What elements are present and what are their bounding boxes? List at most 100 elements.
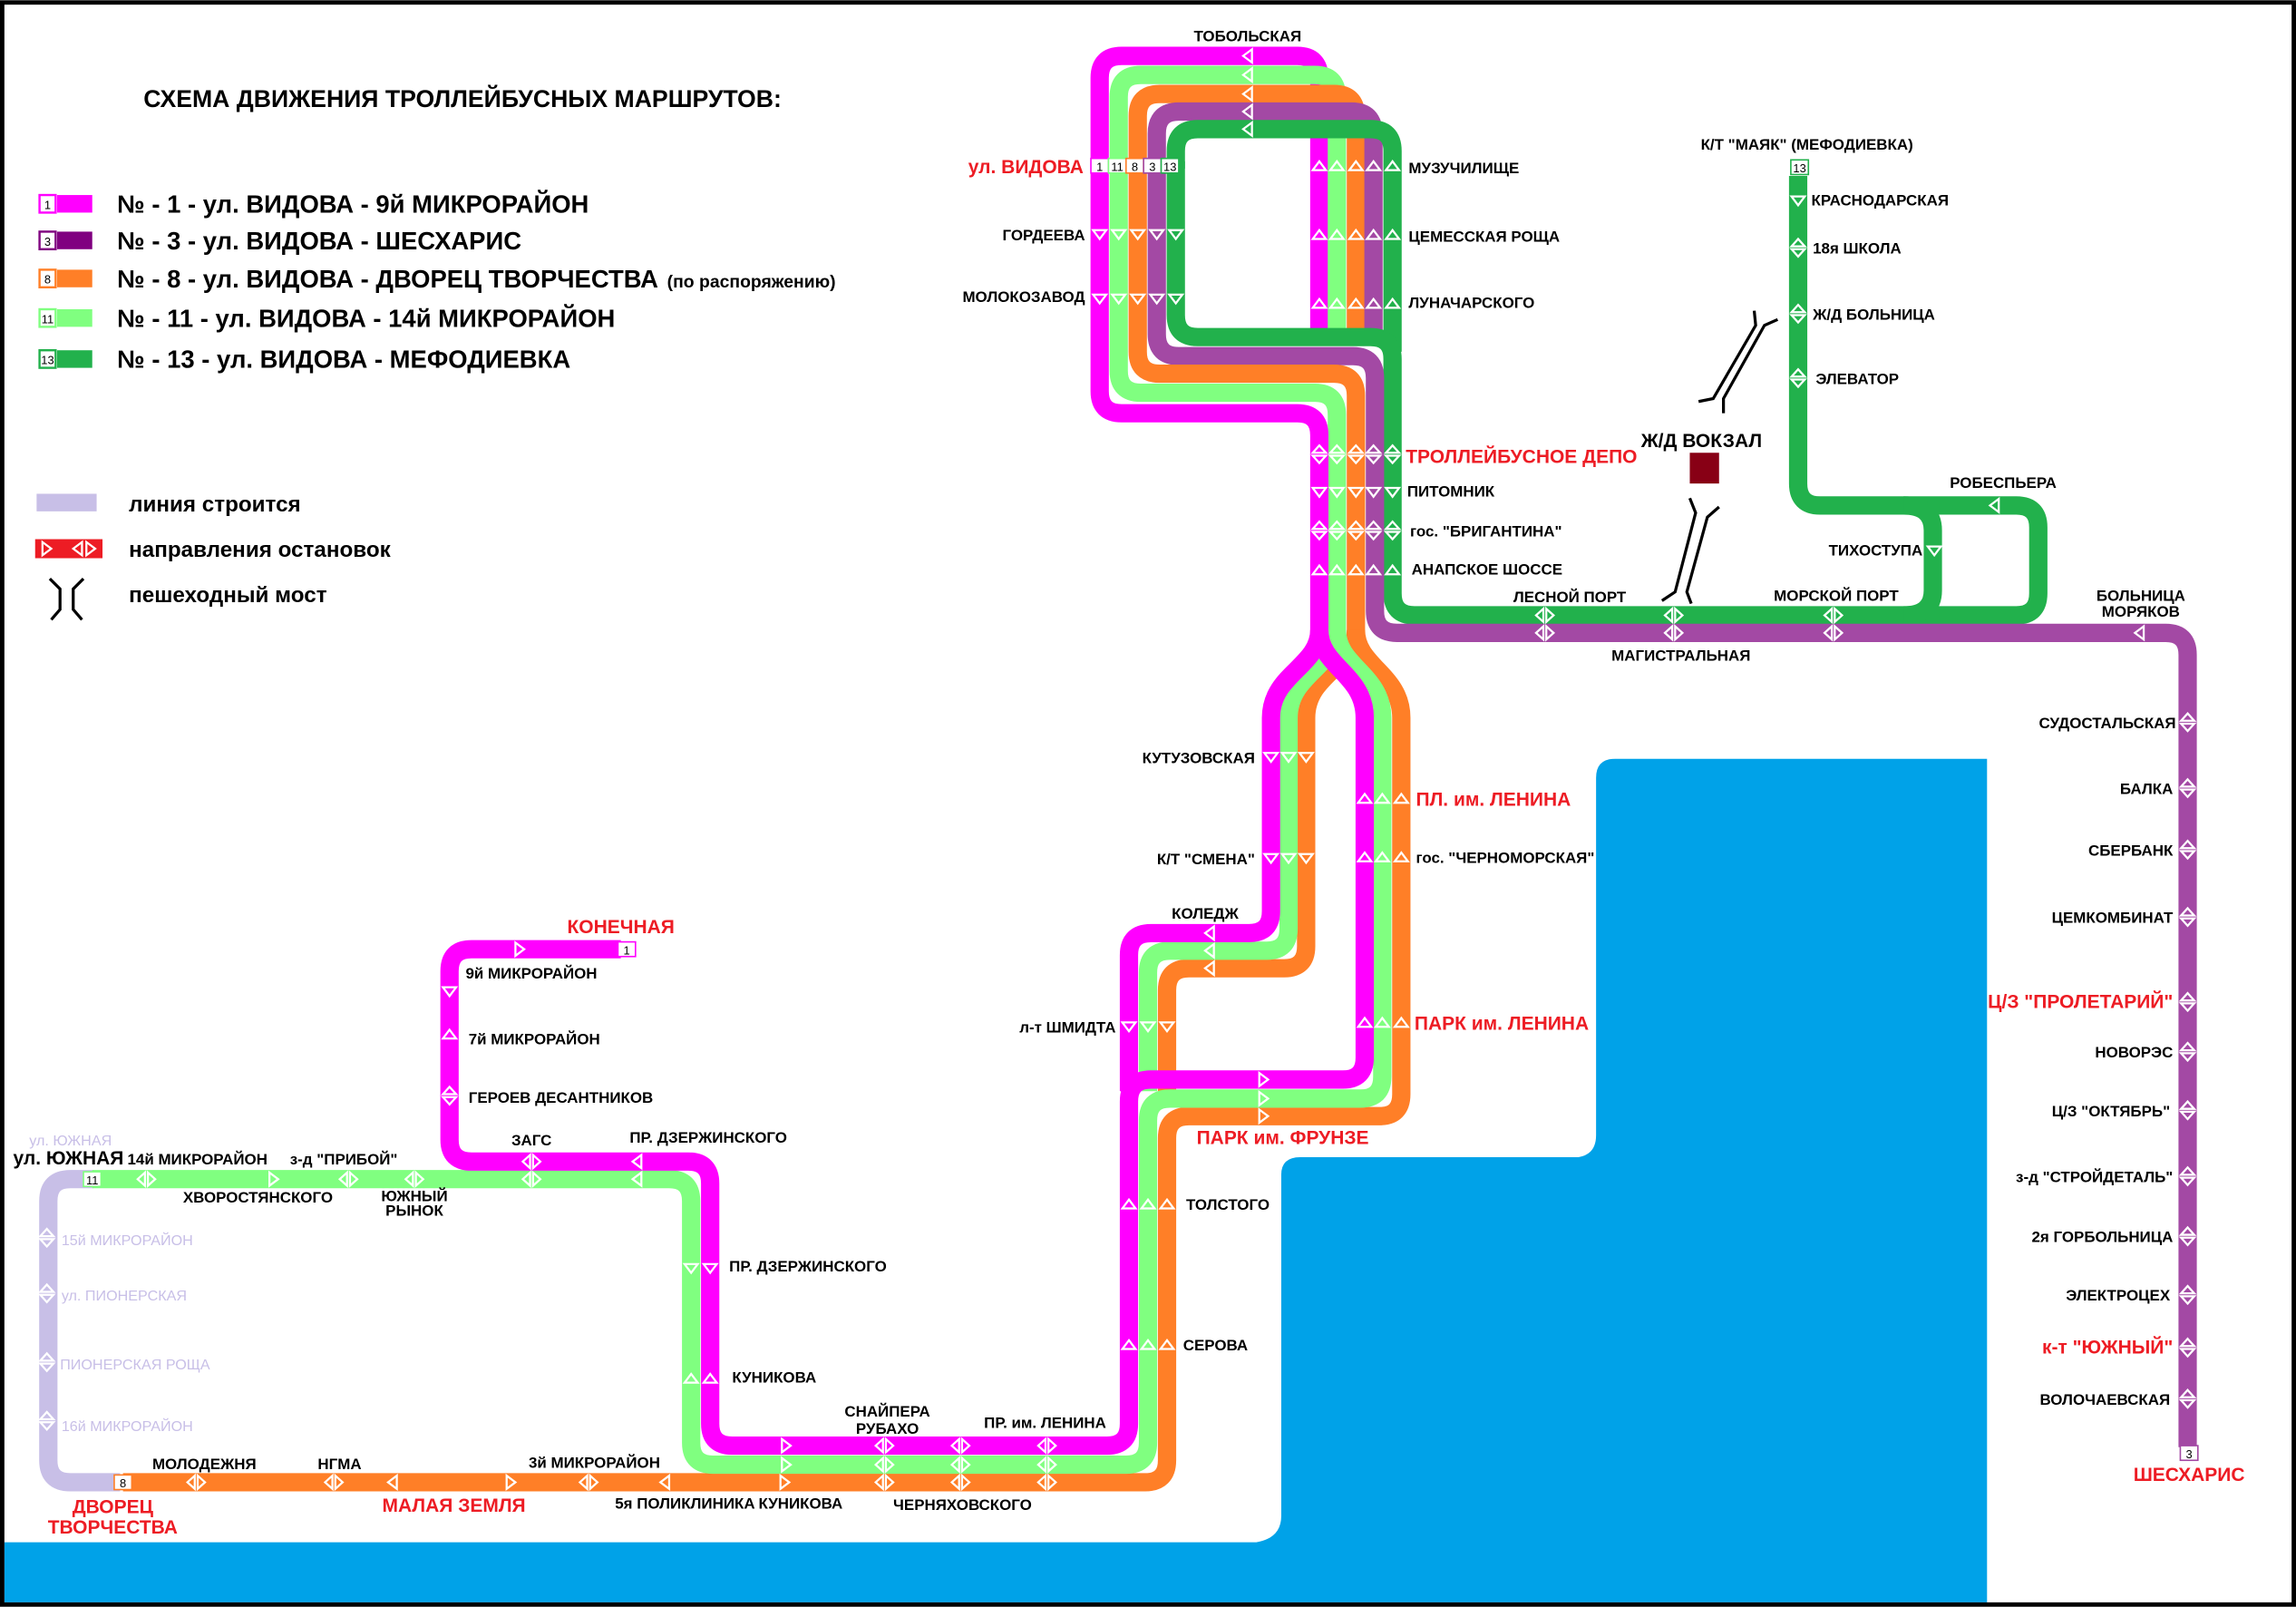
both-directions-icon	[578, 1473, 599, 1492]
up-arrow-icon	[1347, 297, 1365, 309]
both-directions-icon	[949, 1473, 971, 1492]
up-arrow-icon	[1139, 1338, 1157, 1350]
railway-station-marker	[1689, 453, 1719, 484]
station-label: БАЛКА	[2120, 781, 2173, 798]
station-label: СЕРОВА	[1183, 1337, 1248, 1354]
route-badge-number: 8	[120, 1476, 126, 1490]
down-arrow-icon	[1110, 229, 1128, 241]
route-description: № - 3 - ул. ВИДОВА - ШЕСХАРИС	[117, 227, 521, 255]
route-1-line-south	[440, 628, 1375, 1456]
up-arrow-icon	[1365, 228, 1383, 240]
station-label: СБЕРБАНК	[2088, 842, 2174, 859]
station-label: к-т "ЮЖНЫЙ"	[2042, 1336, 2173, 1358]
down-arrow-icon	[1091, 293, 1109, 306]
route-badge-number: 3	[1149, 160, 1155, 173]
down-arrow-icon	[1310, 486, 1328, 499]
both-directions-icon	[71, 540, 97, 558]
route-description: № - 8 - ул. ВИДОВА - ДВОРЕЦ ТВОРЧЕСТВА	[117, 265, 658, 293]
left-arrow-icon	[386, 1473, 398, 1491]
up-arrow-icon	[1310, 160, 1328, 171]
route-note: (по распоряжению)	[667, 272, 836, 292]
route-badge-number: 11	[42, 312, 54, 326]
station-label: гос. "ЧЕРНОМОРСКАЯ"	[1416, 849, 1595, 866]
station-label: ГОРДЕЕВА	[1003, 227, 1085, 244]
both-directions-icon	[1036, 1437, 1057, 1455]
station-label: 16й МИКРОРАЙОН	[62, 1417, 193, 1435]
both-directions-icon	[2178, 1388, 2197, 1409]
station-label: Ж/Д БОЛЬНИЦА	[1812, 306, 1935, 323]
legend-route-label: № - 3 - ул. ВИДОВА - ШЕСХАРИС	[117, 227, 521, 255]
station-label: 15й МИКРОРАЙОН	[62, 1232, 193, 1249]
route-1-line-west	[1090, 161, 1329, 1092]
station-label: ЦЕМЕССКАЯ РОЩА	[1408, 229, 1560, 246]
down-arrow-icon	[1167, 293, 1185, 306]
both-directions-icon	[186, 1473, 207, 1492]
station-label: ТРОЛЛЕЙБУСНОЕ ДЕПО	[1406, 446, 1637, 468]
down-arrow-icon	[1347, 486, 1365, 499]
route-badge-number: 1	[1096, 160, 1103, 173]
route-11-line-south	[92, 628, 1392, 1475]
station-label: 18я ШКОЛА	[1813, 240, 1902, 258]
station-label: 5я ПОЛИКЛИНИКА	[615, 1495, 754, 1513]
both-directions-icon	[2178, 991, 2197, 1013]
station-label: ЗАГС	[511, 1132, 551, 1149]
up-arrow-icon	[682, 1372, 700, 1384]
route-badge-number: 1	[624, 943, 630, 957]
left-arrow-icon	[1241, 47, 1253, 65]
down-arrow-icon	[682, 1262, 700, 1275]
up-arrow-icon	[1365, 160, 1383, 171]
both-directions-icon	[2178, 1099, 2197, 1121]
up-arrow-icon	[1328, 228, 1346, 240]
down-arrow-icon	[1328, 486, 1346, 499]
route-color-swatch	[56, 231, 92, 249]
up-arrow-icon	[1373, 1016, 1391, 1028]
left-arrow-icon	[630, 1170, 643, 1188]
both-directions-icon	[440, 1085, 459, 1106]
station-label: ХВОРОСТЯНСКОГО	[183, 1189, 333, 1206]
both-directions-icon	[1823, 606, 1844, 625]
down-arrow-icon	[1139, 1021, 1157, 1033]
station-label: з-д "ПРИБОЙ"	[290, 1151, 398, 1168]
route-3-badge: 3	[1143, 157, 1163, 174]
route-13-line-tikhostupa	[1902, 496, 1942, 625]
station-label: ПАРК им. ЛЕНИНА	[1415, 1013, 1589, 1034]
station-label: НГМА	[317, 1456, 361, 1473]
both-directions-icon	[1383, 443, 1402, 465]
right-arrow-icon	[1258, 1107, 1270, 1125]
legend-stop-directions: направления остановок	[34, 538, 392, 562]
station-label: ул. ЮЖНАЯ	[29, 1133, 112, 1149]
route-description: № - 1 - ул. ВИДОВА - 9й МИКРОРАЙОН	[117, 190, 589, 218]
both-directions-icon	[2178, 1225, 2197, 1247]
station-label: 9й МИКРОРАЙОН	[466, 965, 598, 982]
down-arrow-icon	[1158, 1021, 1176, 1033]
up-arrow-icon	[1384, 297, 1402, 309]
route-badge	[38, 349, 57, 369]
left-arrow-icon	[1203, 924, 1215, 942]
both-directions-icon	[37, 1410, 56, 1432]
station-label: МОЛОДЕЖНЯ	[152, 1456, 257, 1473]
station-label: ШЕСХАРИС	[2134, 1465, 2245, 1485]
under-construction-label: линия строится	[129, 492, 301, 517]
station-label: 14й МИКРОРАЙОН	[127, 1151, 267, 1168]
route-description: № - 11 - ул. ВИДОВА - 14й МИКРОРАЙОН	[117, 304, 615, 332]
both-directions-icon	[1823, 624, 1844, 642]
stop-directions-label: направления остановок	[129, 538, 392, 562]
both-directions-icon	[2178, 1284, 2197, 1306]
down-arrow-icon	[1167, 229, 1185, 241]
station-label: К/Т "МАЯК" (МЕФОДИЕВКА)	[1701, 136, 1913, 153]
both-directions-icon	[37, 1351, 56, 1373]
up-arrow-icon	[1347, 228, 1365, 240]
station-label: ЧЕРНЯХОВСКОГО	[893, 1496, 1032, 1514]
both-directions-icon	[1328, 443, 1347, 465]
both-directions-icon	[323, 1473, 345, 1492]
down-arrow-icon	[1279, 852, 1298, 865]
both-directions-icon	[2178, 777, 2197, 799]
up-arrow-icon	[1392, 792, 1410, 804]
station-label: ул. ПИОНЕРСКАЯ	[62, 1288, 187, 1304]
both-directions-icon	[873, 1473, 895, 1492]
both-directions-icon	[1789, 303, 1807, 325]
both-directions-icon	[1328, 520, 1347, 541]
stop-direction-swatch	[34, 539, 103, 559]
